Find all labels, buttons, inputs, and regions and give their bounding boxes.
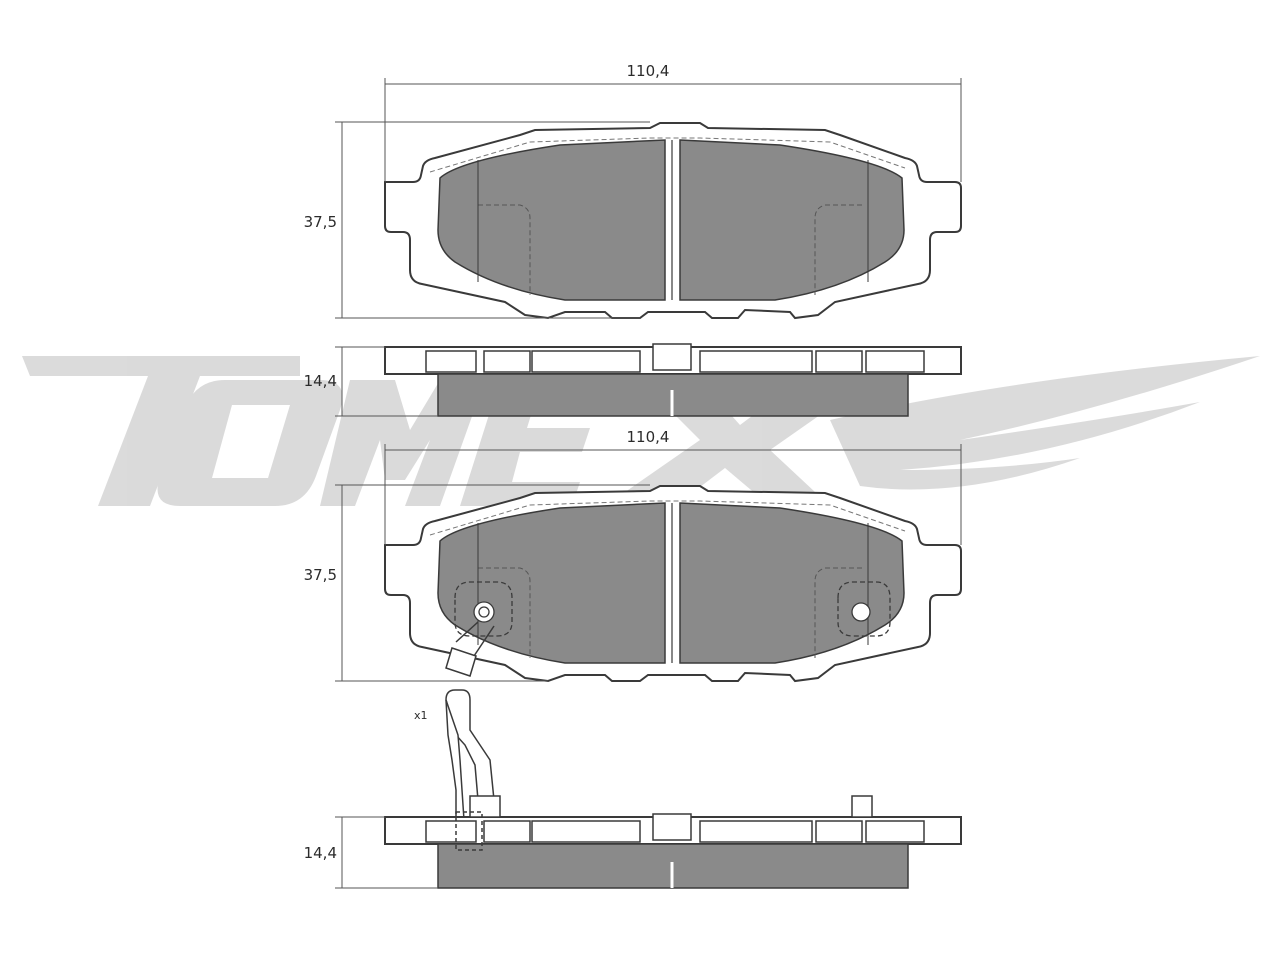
top-pad-shim-hint-left bbox=[478, 204, 531, 295]
wear-sensor-right bbox=[837, 581, 891, 637]
top-pad-height-label: 37,5 bbox=[304, 213, 337, 231]
bottom-pad-front-view bbox=[384, 485, 962, 683]
bottom-pad-thickness-label: 14,4 bbox=[304, 844, 337, 862]
bottom-pad-side-view bbox=[384, 795, 962, 889]
wear-sensor-left bbox=[454, 581, 513, 637]
top-pad-thickness-label: 14,4 bbox=[304, 372, 337, 390]
top-pad-side-view bbox=[384, 343, 962, 417]
bottom-pad-dimensions bbox=[335, 444, 962, 682]
top-pad-hidden-contour bbox=[429, 137, 906, 173]
sensor-tab bbox=[445, 621, 495, 677]
top-pad-width-label: 110,4 bbox=[627, 62, 670, 80]
bottom-pad-hidden-contour bbox=[429, 500, 906, 536]
top-pad-thickness-dimension bbox=[335, 346, 438, 417]
bottom-pad-thickness-dimension bbox=[335, 816, 438, 889]
bottom-pad-height-label: 37,5 bbox=[304, 566, 337, 584]
bottom-pad-width-label: 110,4 bbox=[627, 428, 670, 446]
top-pad-dimensions bbox=[335, 78, 962, 319]
top-pad-front-view bbox=[384, 122, 962, 320]
clip-quantity-label: x1 bbox=[414, 709, 428, 722]
